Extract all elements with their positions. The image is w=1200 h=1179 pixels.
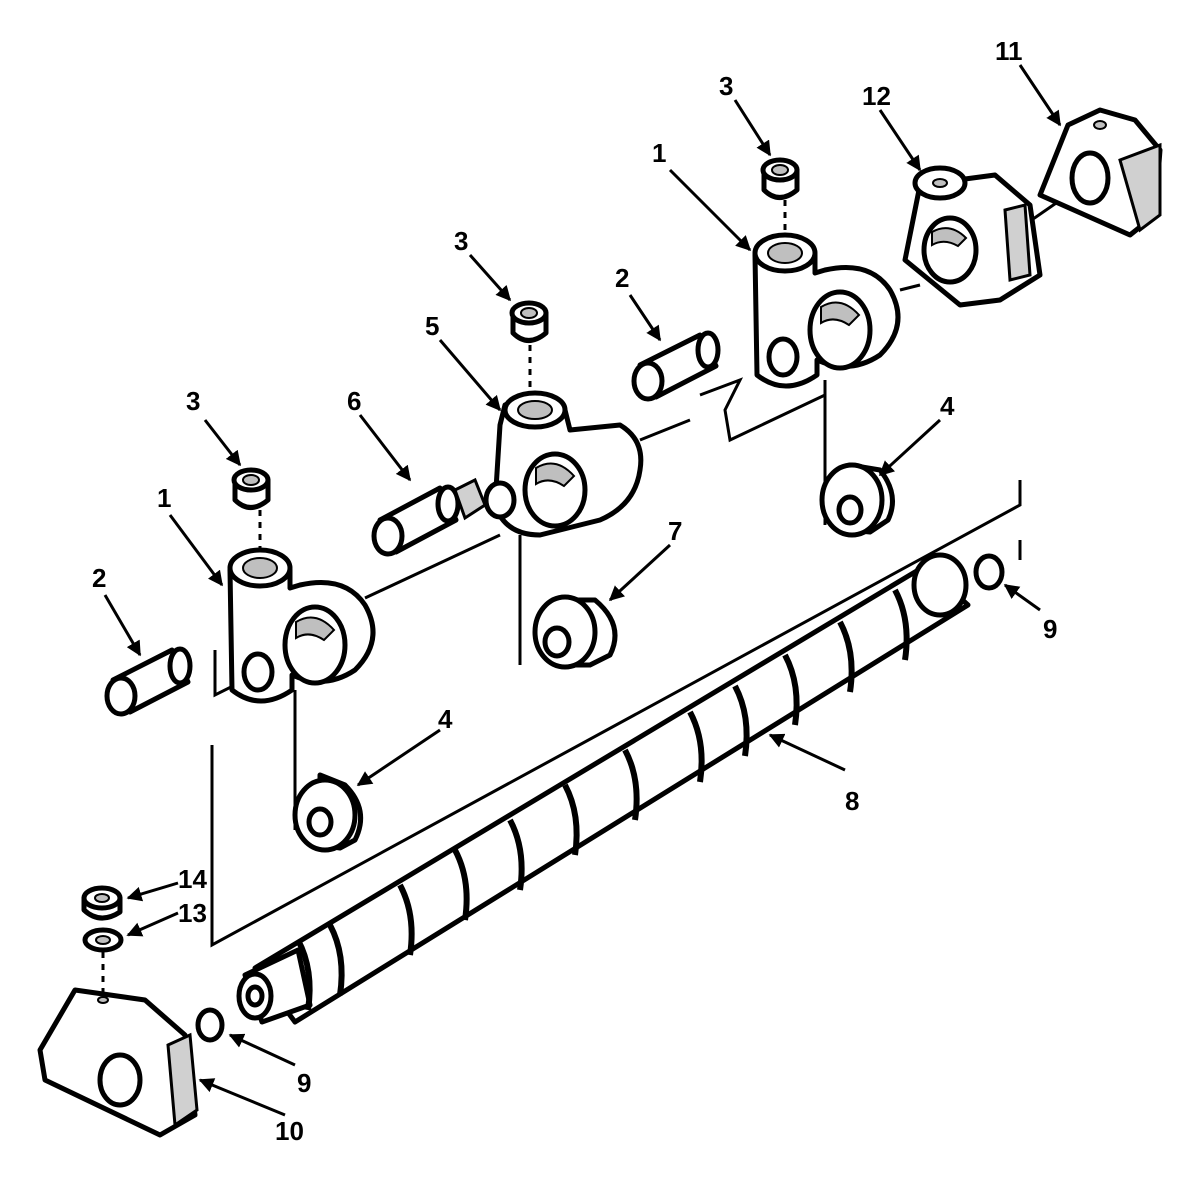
pin-middle	[371, 477, 487, 557]
callout-3-left: 3	[186, 386, 200, 416]
screw-left	[231, 467, 271, 510]
callout-13: 13	[178, 898, 207, 928]
bearing-block	[902, 165, 1043, 308]
callout-4-upper: 4	[940, 391, 955, 421]
callout-11: 11	[995, 36, 1023, 66]
callout-1-left: 1	[157, 483, 171, 513]
pin-right	[631, 330, 721, 402]
screw-right	[760, 157, 800, 200]
bracket-right	[1037, 107, 1163, 238]
clip-ring-left	[195, 1007, 225, 1043]
callout-10: 10	[275, 1116, 304, 1146]
callout-4-lower: 4	[438, 704, 453, 734]
roller-middle	[532, 594, 618, 670]
callout-7: 7	[668, 516, 682, 546]
rocker-arm-middle	[483, 390, 644, 538]
callout-8: 8	[845, 786, 859, 816]
rocker-arm-right	[752, 232, 901, 389]
callout-14: 14	[178, 864, 207, 894]
callout-3-middle: 3	[454, 226, 468, 256]
callout-2-right: 2	[615, 263, 629, 293]
callout-5: 5	[425, 311, 439, 341]
callout-6: 6	[347, 386, 361, 416]
callout-2-left: 2	[92, 563, 106, 593]
callout-1-right: 1	[652, 138, 666, 168]
callout-9-left: 9	[297, 1068, 311, 1098]
callout-leaders	[103, 64, 1062, 1117]
clip-ring-right	[973, 553, 1005, 591]
pin-left	[104, 646, 193, 717]
camshaft	[236, 552, 971, 1025]
callout-9-right: 9	[1043, 614, 1057, 644]
screw-middle	[509, 300, 549, 343]
callout-12: 12	[862, 81, 891, 111]
bracket-left	[37, 987, 199, 1138]
washer	[82, 927, 124, 953]
nut	[81, 885, 123, 921]
rocker-arm-left	[227, 547, 376, 704]
roller-left	[292, 772, 364, 853]
roller-right	[819, 462, 895, 538]
callout-3-right: 3	[719, 71, 733, 101]
